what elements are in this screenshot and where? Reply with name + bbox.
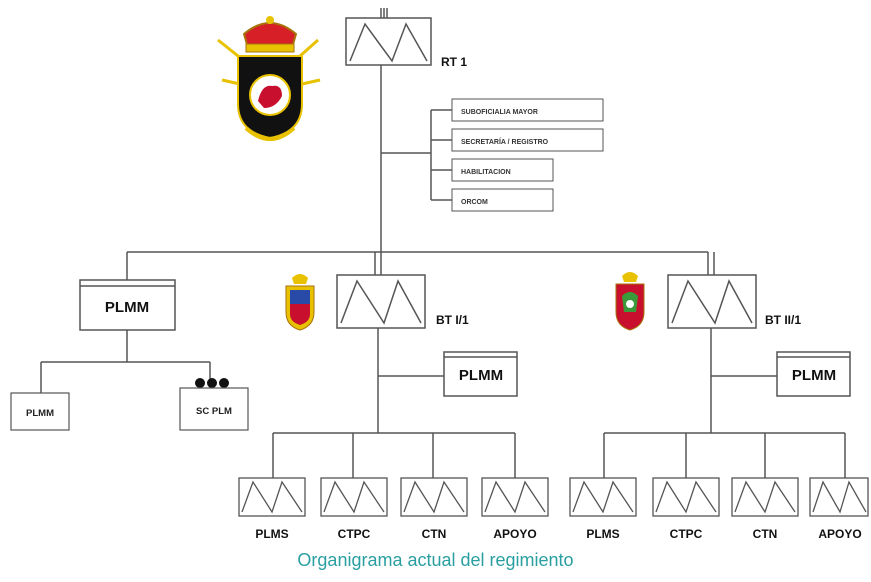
left-child-plmm-box [10,392,70,431]
regiment-crest-icon [217,16,321,141]
bt2-label: BT II/1 [765,313,801,327]
left-child-scplm-box [179,387,249,431]
bt1-company-plms: PLMS [255,527,288,541]
rt1-box [345,17,432,66]
rt1-label: RT 1 [441,55,467,69]
bt1-box [336,274,426,329]
left-child-plmm-label: PLMM [26,408,54,419]
bt1-hq-label: PLMM [459,367,503,384]
bt2-company-apoyo: APOYO [818,527,861,541]
bt2-box [667,274,757,329]
bt2-company-boxes [569,477,869,517]
bt1-company-ctpc: CTPC [338,527,371,541]
bt1-company-boxes [238,477,549,517]
staff-item-secretaria: SECRETARÍA / REGISTRO [461,137,549,146]
staff-item-habilitacion: HABILITACION [461,169,511,176]
bt1-label: BT I/1 [436,313,469,327]
bt2-company-plms: PLMS [586,527,619,541]
left-hq-label: PLMM [105,299,149,316]
bt2-company-ctpc: CTPC [670,527,703,541]
bt1-company-ctn: CTN [422,527,447,541]
bt1-company-apoyo: APOYO [493,527,536,541]
connector-lines [40,8,846,478]
bt2-company-ctn: CTN [753,527,778,541]
bt2-hq-box [776,351,851,397]
staff-boxes [451,98,604,212]
bt1-crest-icon [285,274,315,331]
staff-item-suboficialia: SUBOFICIALIA MAYOR [461,109,538,116]
chart-caption: Organigrama actual del regimiento [297,550,574,570]
left-hq-box [79,279,176,331]
left-child-scplm-label: SC PLM [196,406,232,417]
staff-item-orcom: ORCOM [461,199,488,206]
bt2-hq-label: PLMM [792,367,836,384]
bt1-hq-box [443,351,518,397]
bt2-crest-icon [615,272,645,331]
sc-plm-dots-icon [195,378,229,388]
